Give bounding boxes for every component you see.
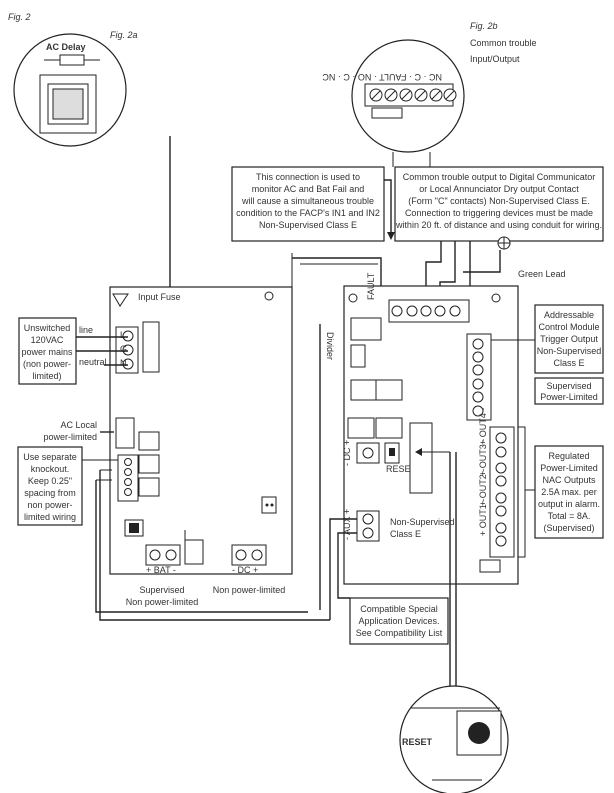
fig2b-subtitle-2: Input/Output: [470, 54, 520, 64]
svg-text:Non-Supervised: Non-Supervised: [537, 346, 602, 356]
neutral-label: neutral: [79, 357, 107, 367]
svg-text:(Supervised): (Supervised): [543, 523, 594, 533]
reset-button-icon: [468, 722, 490, 744]
svg-text:output in alarm.: output in alarm.: [538, 499, 600, 509]
svg-text:Connection to triggering devic: Connection to triggering devices must be…: [405, 208, 593, 218]
fault-terminal-detail: NC · C · FAULT · NO · C · NC: [322, 39, 465, 153]
compatible-devices-note: Compatible Special Application Devices. …: [349, 597, 449, 645]
svg-text:2.5A max. per: 2.5A max. per: [541, 487, 597, 497]
connection-note: This connection is used to monitor AC an…: [231, 166, 385, 242]
green-lead-label: Green Lead: [518, 269, 566, 279]
non-supervised-note: Non-Supervised Class E: [390, 517, 455, 539]
svg-text:- DC +: - DC +: [342, 440, 352, 466]
supervised-label: Supervised: [139, 585, 184, 595]
svg-text:+ OUT4 -: + OUT4 -: [478, 408, 488, 445]
svg-text:Control Module: Control Module: [538, 322, 599, 332]
non-power-limited-label-1: Non power-limited: [126, 597, 199, 607]
svg-text:Keep 0.25": Keep 0.25": [28, 476, 72, 486]
svg-text:N: N: [120, 358, 127, 368]
svg-text:Unswitched: Unswitched: [24, 323, 71, 333]
svg-text:Compatible Special: Compatible Special: [360, 604, 438, 614]
input-fuse-label: Input Fuse: [138, 292, 181, 302]
svg-text:monitor AC and Bat Fail and: monitor AC and Bat Fail and: [252, 184, 365, 194]
fig2-title: Fig. 2: [8, 12, 31, 22]
svg-text:+ OUT1 -: + OUT1 -: [478, 499, 488, 536]
non-power-limited-label-2: Non power-limited: [213, 585, 286, 595]
reset-label: RESET: [402, 737, 433, 747]
line-label: line: [79, 325, 93, 335]
svg-text:This connection is used to: This connection is used to: [256, 172, 360, 182]
svg-text:L: L: [120, 330, 125, 340]
trouble-output-note: Common trouble output to Digital Communi…: [394, 166, 604, 242]
bat-terminal-label: + BAT -: [146, 565, 176, 575]
main-control-board: FAULT - DC + RESET + OUT4 - + OUT3 - + O…: [342, 272, 519, 585]
aux-terminal-label: - AUX +: [342, 509, 352, 540]
svg-text:Application Devices.: Application Devices.: [358, 616, 439, 626]
svg-text:power mains: power mains: [21, 347, 73, 357]
svg-text:See Compatibility List: See Compatibility List: [356, 628, 443, 638]
svg-text:+ OUT3 -: + OUT3 -: [478, 439, 488, 476]
svg-text:limited wiring: limited wiring: [24, 512, 76, 522]
mains-note: Unswitched 120VAC power mains (non power…: [18, 317, 77, 385]
svg-text:Power-Limited: Power-Limited: [540, 463, 598, 473]
svg-text:Class E: Class E: [553, 358, 584, 368]
svg-text:condition to the FACP's IN1 an: condition to the FACP's IN1 and IN2: [236, 208, 380, 218]
knockout-note: Use separate knockout. Keep 0.25" spacin…: [17, 446, 83, 526]
ac-local-label-2: power-limited: [43, 432, 97, 442]
svg-text:Supervised: Supervised: [546, 381, 591, 391]
svg-text:Trigger Output: Trigger Output: [540, 334, 598, 344]
ac-local-label-1: AC Local: [60, 420, 97, 430]
ac-delay-detail: AC Delay: [13, 33, 127, 147]
svg-text:Non-Supervised Class E: Non-Supervised Class E: [259, 220, 357, 230]
supervised-power-limited-note: Supervised Power-Limited: [534, 377, 604, 405]
reset-board-label: RESET: [386, 464, 417, 474]
svg-text:Addressable: Addressable: [544, 310, 594, 320]
svg-text:+ OUT2 -: + OUT2 -: [478, 469, 488, 506]
fig2a-title: Fig. 2a: [110, 30, 138, 40]
nac-outputs-note: Regulated Power-Limited NAC Outputs 2.5A…: [534, 445, 604, 539]
svg-text:120VAC: 120VAC: [31, 335, 64, 345]
svg-text:within 20 ft. of distance and: within 20 ft. of distance and using cond…: [395, 220, 602, 230]
fault-label: FAULT: [366, 272, 376, 300]
fig2b-terminal-labels: NC · C · FAULT · NO · C · NC: [322, 72, 442, 82]
svg-text:spacing from: spacing from: [24, 488, 76, 498]
ac-delay-label: AC Delay: [46, 42, 86, 52]
svg-text:will cause a simultaneous trou: will cause a simultaneous trouble: [241, 196, 374, 206]
dc-terminal-label: - DC +: [232, 565, 258, 575]
svg-text:Power-Limited: Power-Limited: [540, 392, 598, 402]
svg-text:NAC Outputs: NAC Outputs: [542, 475, 596, 485]
addressable-note: Addressable Control Module Trigger Outpu…: [534, 304, 604, 374]
svg-text:G: G: [120, 344, 127, 354]
svg-text:Total = 8A.: Total = 8A.: [548, 511, 591, 521]
svg-text:(non power-: (non power-: [23, 359, 71, 369]
svg-text:(Form "C" contacts) Non-Superv: (Form "C" contacts) Non-Supervised Class…: [408, 196, 589, 206]
svg-text:knockout.: knockout.: [31, 464, 70, 474]
reset-detail: RESET: [399, 685, 509, 793]
svg-text:Use separate: Use separate: [23, 452, 77, 462]
svg-text:Non-Supervised: Non-Supervised: [390, 517, 455, 527]
svg-text:Common trouble output to Digit: Common trouble output to Digital Communi…: [403, 172, 596, 182]
fig2b-subtitle-1: Common trouble: [470, 38, 537, 48]
svg-text:limited): limited): [32, 371, 61, 381]
svg-text:Class E: Class E: [390, 529, 421, 539]
fig2b-title: Fig. 2b: [470, 21, 498, 31]
divider-label: Divider: [325, 332, 335, 360]
svg-text:or Local Annunciator Dry outpu: or Local Annunciator Dry output Contact: [419, 184, 579, 194]
svg-text:non power-: non power-: [27, 500, 72, 510]
power-supply-board: Input Fuse L G N + BAT -: [109, 286, 293, 575]
svg-text:Regulated: Regulated: [548, 451, 589, 461]
